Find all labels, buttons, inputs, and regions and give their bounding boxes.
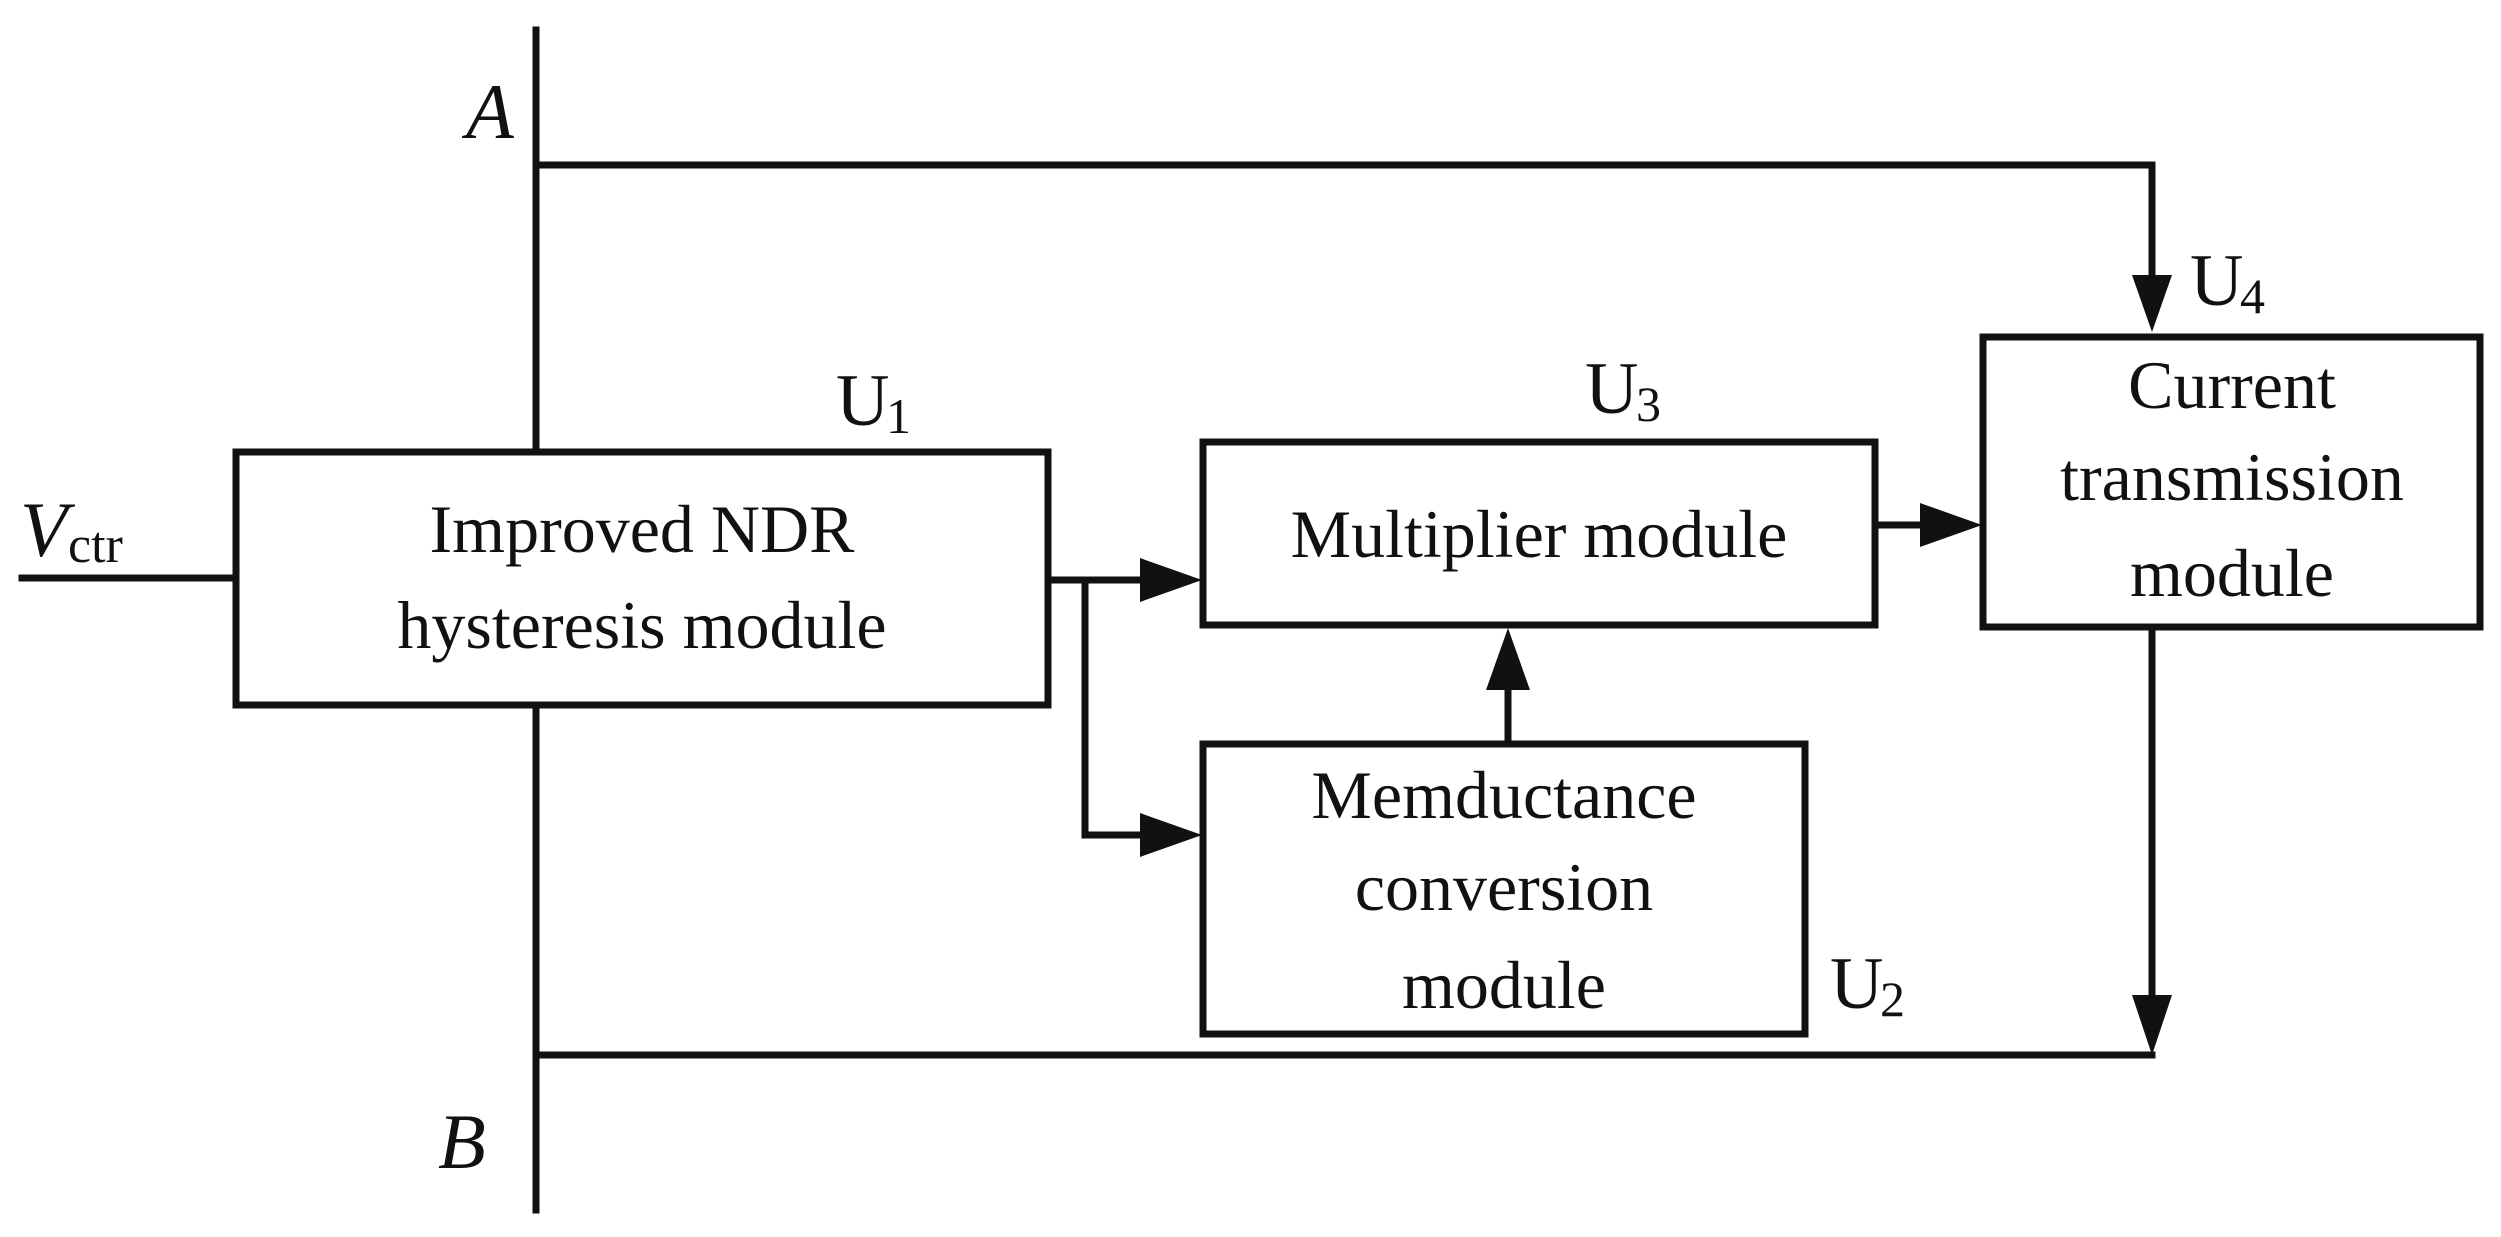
arrow-into-u4-left [1920, 503, 1982, 547]
arrow-into-u3-bottom [1486, 628, 1530, 690]
vctr-label: V [20, 486, 76, 573]
block-u2-line-1: Memductance [1311, 757, 1696, 833]
block-u2-line-3: module [1402, 947, 1606, 1023]
vctr-subscript: ctr [68, 517, 123, 574]
terminal-b-label: B [438, 1098, 486, 1185]
block-u1-tag-sub: 1 [886, 388, 911, 444]
block-u1-line-2: hysteresis module [397, 587, 886, 663]
block-u3-tag: U [1585, 348, 1638, 430]
terminal-a-label: A [461, 68, 514, 155]
block-u3 [1199, 438, 1879, 629]
block-u4-line-2: transmission [2060, 439, 2404, 515]
arrow-into-u3-left [1140, 558, 1202, 602]
block-u4 [1979, 333, 2484, 631]
block-u2-tag: U [1830, 943, 1883, 1025]
block-u1 [232, 448, 1052, 709]
block-u4-tag: U [2190, 240, 2243, 322]
wire-a-to-u4 [532, 161, 2156, 299]
block-u4-line-3: module [2130, 535, 2334, 611]
block-u4-tag-sub: 4 [2240, 268, 2265, 324]
block-u2-tag-sub: 2 [1880, 971, 1905, 1027]
wire-u1-to-u2 [1081, 576, 1154, 839]
arrow-into-u2 [1140, 813, 1202, 857]
block-u4-line-1: Current [2128, 347, 2336, 423]
arrow-into-u4 [2132, 275, 2172, 332]
block-u3-tag-sub: 3 [1636, 376, 1661, 432]
block-u1-tag: U [836, 360, 889, 442]
block-u2-line-2: conversion [1355, 849, 1653, 925]
arrow-to-b [2132, 995, 2172, 1055]
block-u2 [1199, 740, 1809, 1038]
block-u1-line-1: Improved NDR [430, 491, 856, 567]
block-u3-line-1: Multiplier module [1291, 496, 1788, 572]
